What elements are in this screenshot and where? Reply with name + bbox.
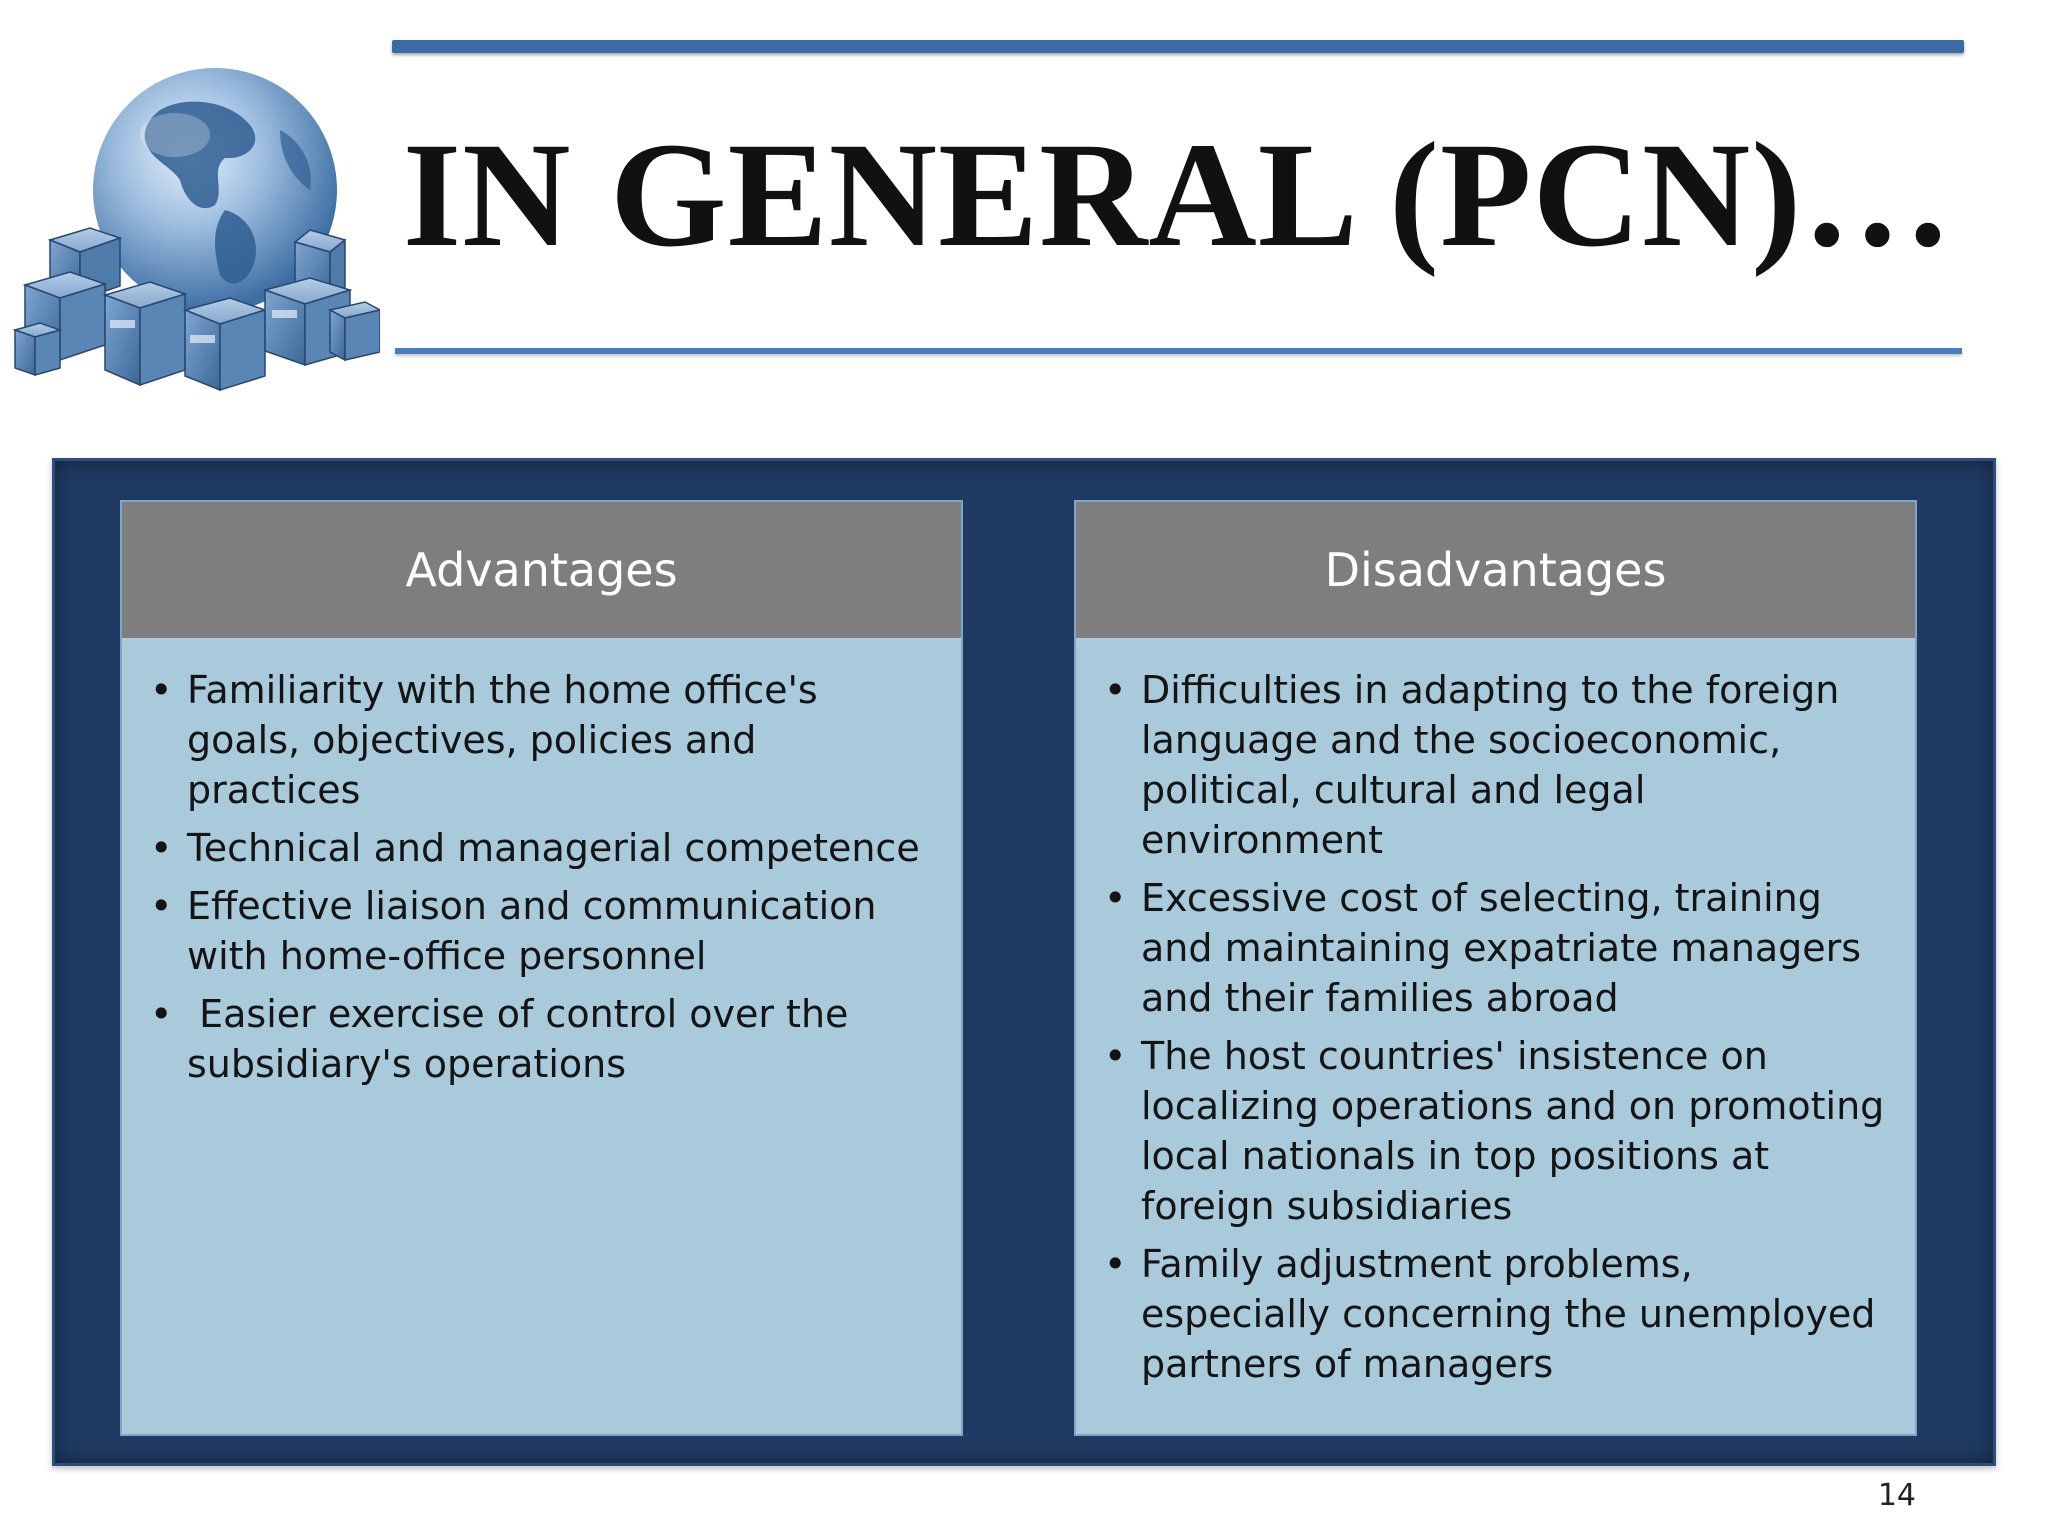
- bullet-icon: •: [150, 668, 173, 712]
- list-item: • Technical and managerial competence: [150, 823, 931, 873]
- bullet-icon: •: [150, 884, 173, 928]
- list-item-text: Family adjustment problems, especially c…: [1141, 1242, 1876, 1386]
- bullet-icon: •: [1104, 876, 1127, 920]
- slide-title: IN GENERAL (PCN)…: [402, 112, 1954, 278]
- list-item-text: Difficulties in adapting to the foreign …: [1141, 668, 1840, 862]
- globe-boxes-logo-icon: [12, 68, 380, 392]
- bullet-icon: •: [150, 992, 173, 1036]
- list-item-text: The host countries' insistence on locali…: [1141, 1034, 1885, 1228]
- list-item-text: Technical and managerial competence: [187, 826, 920, 870]
- list-item-text: Familiarity with the home office's goals…: [187, 668, 818, 812]
- list-item: • Family adjustment problems, especially …: [1104, 1239, 1885, 1389]
- list-item-text: Excessive cost of selecting, training an…: [1141, 876, 1862, 1020]
- disadvantages-header: Disadvantages: [1076, 502, 1915, 641]
- list-item: • The host countries' insistence on local…: [1104, 1031, 1885, 1231]
- bullet-icon: •: [1104, 668, 1127, 712]
- advantages-column: Advantages • Familiarity with the home of…: [120, 500, 963, 1436]
- advantages-list: • Familiarity with the home office's goal…: [122, 641, 961, 1089]
- list-item: • Difficulties in adapting to the foreign…: [1104, 665, 1885, 865]
- title-top-rule: [392, 40, 1964, 53]
- list-item: • Familiarity with the home office's goal…: [150, 665, 931, 815]
- list-item: • Effective liaison and communication wit…: [150, 881, 931, 981]
- bullet-icon: •: [150, 826, 173, 870]
- bullet-icon: •: [1104, 1242, 1127, 1286]
- advantages-header: Advantages: [122, 502, 961, 641]
- list-item-text: Easier exercise of control over the subs…: [187, 992, 861, 1086]
- comparison-panel: Advantages • Familiarity with the home of…: [52, 458, 1996, 1466]
- disadvantages-column: Disadvantages • Difficulties in adapting …: [1074, 500, 1917, 1436]
- list-item-text: Effective liaison and communication with…: [187, 884, 877, 978]
- title-bottom-rule: [395, 348, 1962, 354]
- disadvantages-list: • Difficulties in adapting to the foreign…: [1076, 641, 1915, 1389]
- page-number: 14: [1877, 1478, 1916, 1513]
- list-item: • Excessive cost of selecting, training a…: [1104, 873, 1885, 1023]
- bullet-icon: •: [1104, 1034, 1127, 1078]
- list-item: • Easier exercise of control over the su…: [150, 989, 931, 1089]
